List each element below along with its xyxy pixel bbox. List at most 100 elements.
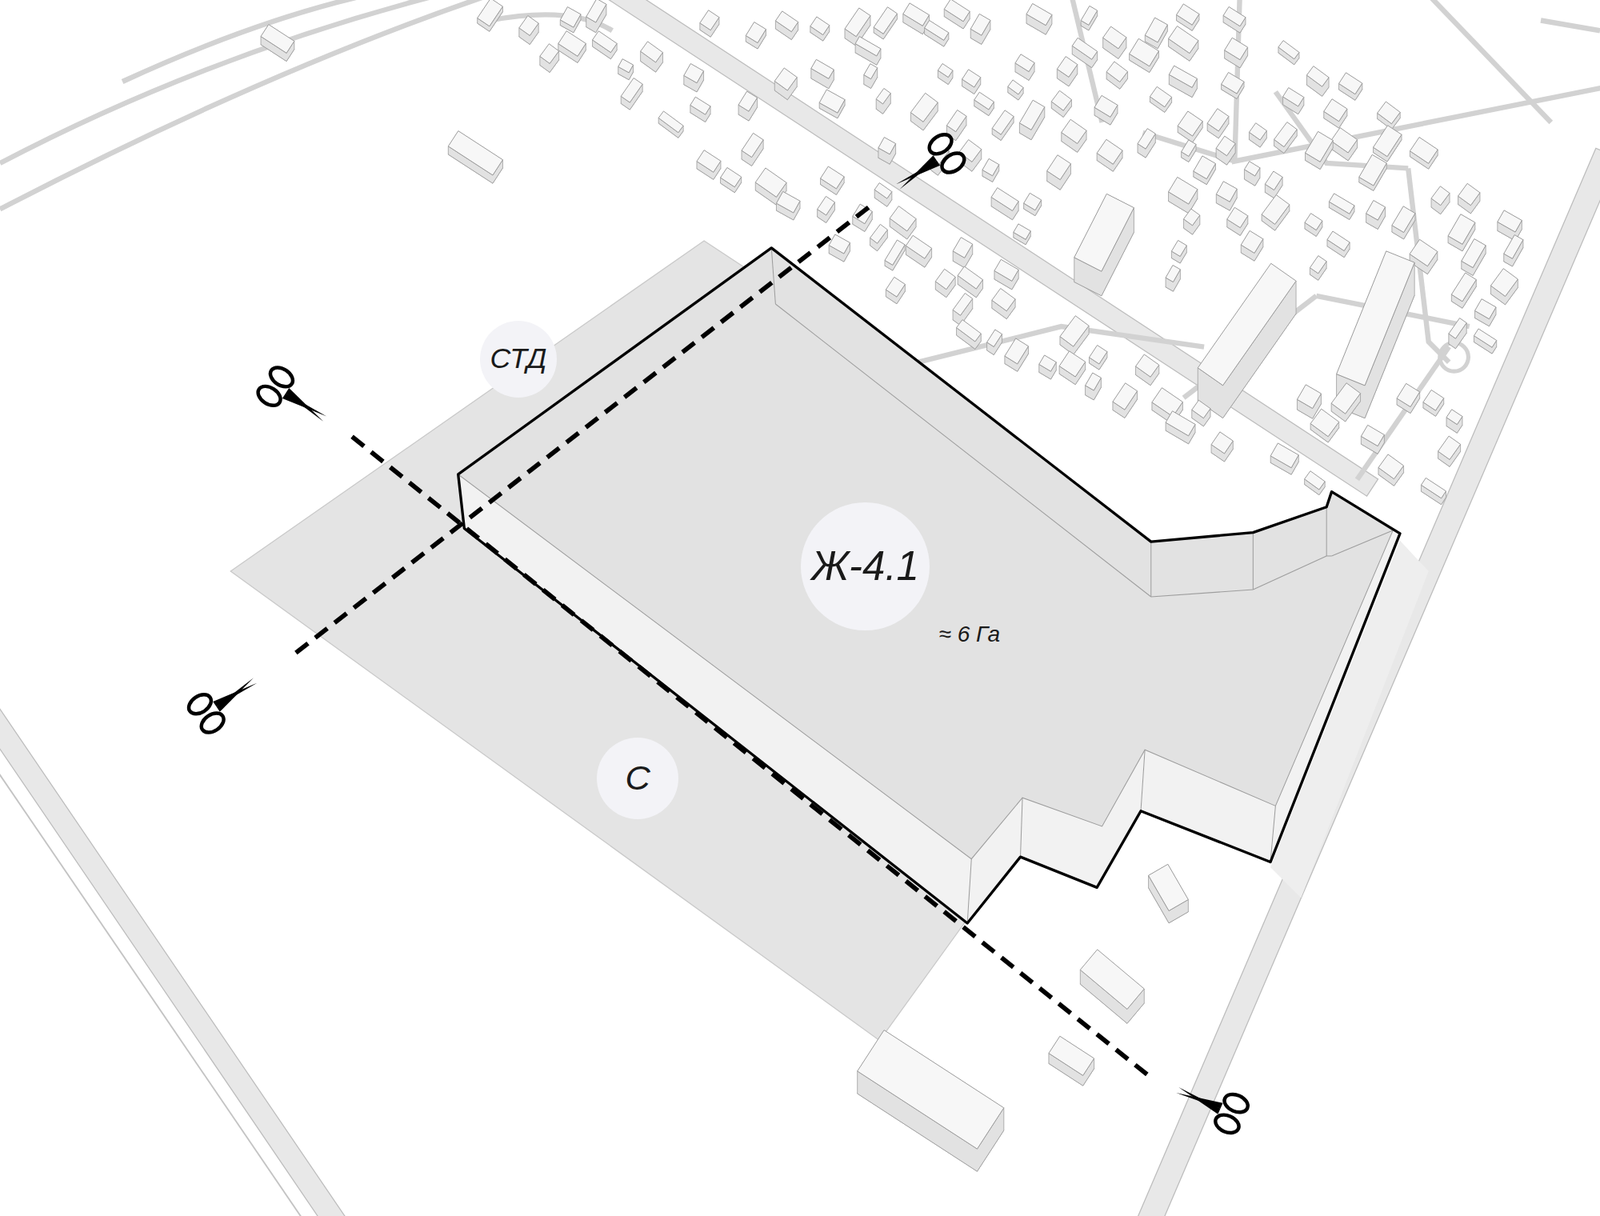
- building: [1438, 436, 1461, 467]
- zone-label-circle: С: [596, 737, 679, 820]
- building-roof: [1096, 139, 1123, 164]
- building-roof: [910, 92, 938, 122]
- building: [1331, 128, 1358, 161]
- block-edge: [1326, 555, 1332, 556]
- building: [1278, 40, 1300, 65]
- buildings: [260, 0, 1524, 1172]
- building-roof: [1008, 80, 1024, 95]
- building-roof: [1448, 214, 1476, 245]
- building: [889, 206, 916, 240]
- building: [1304, 471, 1326, 496]
- building-roof: [776, 191, 800, 213]
- zone-code: СТД: [490, 344, 548, 375]
- building-roof: [873, 7, 897, 35]
- building-roof: [519, 16, 539, 36]
- building-roof: [540, 44, 560, 64]
- building-roof: [810, 16, 830, 36]
- building-roof: [1193, 156, 1216, 180]
- building: [810, 16, 830, 41]
- building-roof: [477, 0, 504, 27]
- building-roof: [690, 96, 711, 115]
- building-roof: [1448, 318, 1467, 340]
- building: [811, 59, 835, 88]
- building: [1396, 383, 1420, 413]
- building-roof: [1227, 207, 1248, 228]
- building-roof: [1473, 328, 1496, 348]
- building: [1409, 136, 1438, 169]
- building: [1192, 400, 1211, 427]
- building-roof: [1216, 181, 1237, 203]
- building-roof: [885, 276, 905, 297]
- building: [696, 150, 721, 180]
- minor-road: [1540, 20, 1600, 32]
- minor-road: [122, 0, 368, 82]
- building: [905, 235, 932, 268]
- building-roof: [1013, 224, 1031, 240]
- building: [1165, 411, 1196, 444]
- building-roof: [970, 13, 991, 36]
- building: [1366, 200, 1386, 229]
- building-roof: [992, 110, 1014, 135]
- building: [586, 0, 607, 33]
- building-roof: [956, 320, 982, 342]
- building-roof: [974, 92, 995, 110]
- building-roof: [1026, 3, 1052, 25]
- building-roof: [696, 150, 721, 173]
- lower-road-line: [0, 760, 307, 1216]
- minor-road: [0, 0, 439, 164]
- building: [1165, 264, 1180, 292]
- zone-code: Ж-4.1: [811, 544, 920, 588]
- building: [1304, 213, 1323, 237]
- building-roof: [1136, 354, 1160, 377]
- building-roof: [946, 109, 967, 132]
- building-roof: [1304, 213, 1323, 231]
- minor-road: [1428, 0, 1552, 123]
- zone-label-circle: СТД: [480, 320, 558, 399]
- building-roof: [774, 68, 797, 91]
- scissors-handle: [254, 382, 284, 410]
- building-roof: [1438, 436, 1461, 460]
- building-roof: [775, 11, 798, 32]
- building-roof: [260, 24, 295, 54]
- building: [1168, 176, 1198, 213]
- building-roof: [1221, 72, 1244, 94]
- building-roof: [1296, 384, 1321, 409]
- block-edge: [967, 859, 972, 924]
- building: [987, 329, 1003, 356]
- block-roof: [458, 248, 1393, 860]
- building: [828, 234, 850, 262]
- building: [819, 89, 845, 119]
- building: [260, 24, 295, 62]
- zone-code: С: [625, 760, 651, 797]
- building: [1177, 111, 1203, 143]
- building: [1274, 122, 1298, 154]
- building-roof: [700, 10, 720, 31]
- building-roof: [844, 8, 871, 37]
- building: [1448, 318, 1467, 349]
- building: [1305, 131, 1334, 169]
- building-roof: [1168, 176, 1198, 204]
- building: [982, 158, 1000, 182]
- building: [1184, 208, 1200, 235]
- building-roof: [1373, 125, 1402, 157]
- building: [937, 63, 953, 84]
- building-roof: [1181, 140, 1196, 157]
- block-edge: [1140, 749, 1145, 812]
- building: [1024, 192, 1042, 216]
- minor-road: [1234, 0, 1600, 161]
- building-roof: [560, 7, 581, 28]
- block-edge: [775, 304, 1151, 597]
- building: [870, 224, 888, 251]
- building: [1360, 424, 1384, 454]
- building-roof: [1377, 101, 1401, 124]
- building-roof: [889, 206, 916, 232]
- building-roof: [1094, 95, 1118, 117]
- block-edge: [1326, 507, 1328, 556]
- building: [1224, 37, 1248, 68]
- building: [738, 91, 758, 121]
- building: [558, 31, 587, 64]
- building-roof: [720, 167, 742, 187]
- building-roof: [1270, 443, 1299, 468]
- building-roof: [1359, 154, 1388, 186]
- building: [1061, 119, 1087, 152]
